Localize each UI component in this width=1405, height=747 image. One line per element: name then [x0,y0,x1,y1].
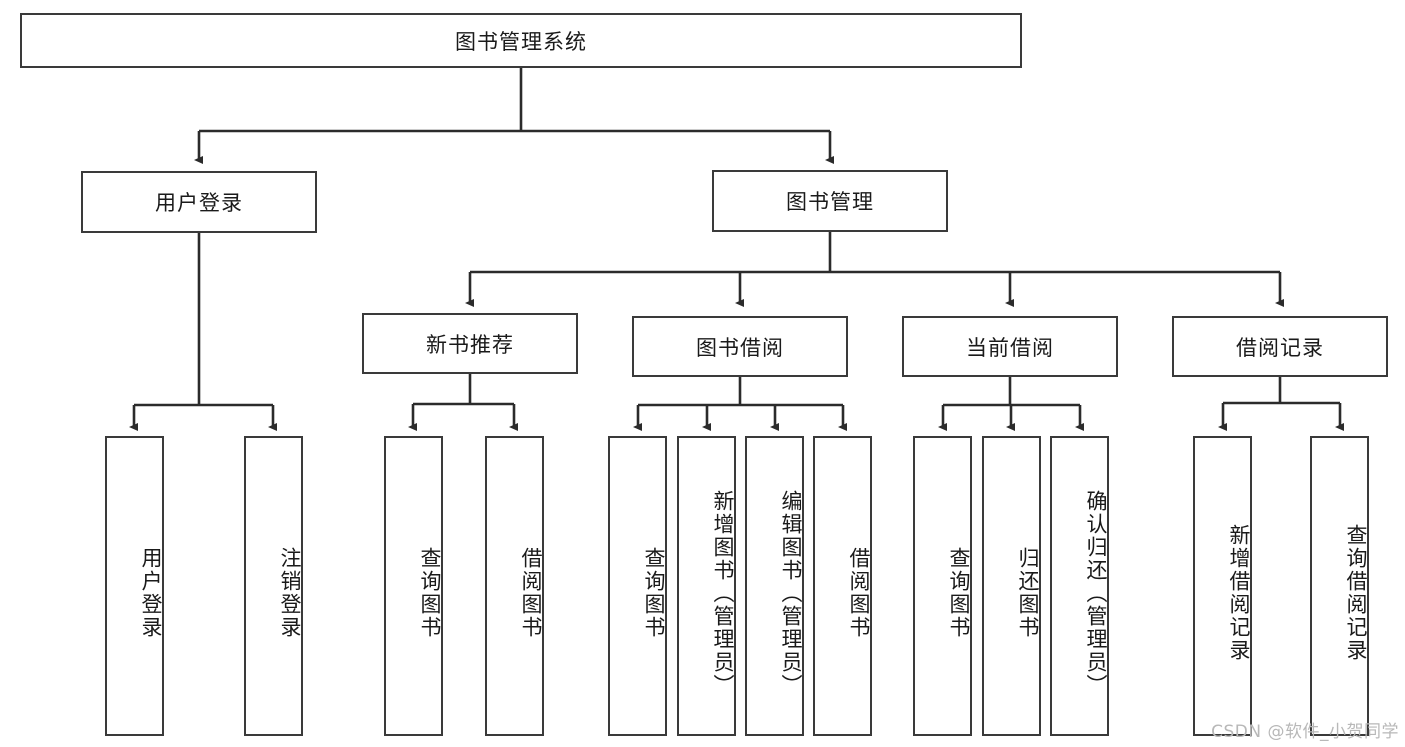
node-new-book-recommend[interactable]: 新书推荐 [362,313,578,374]
node-label: 注销登录 [278,547,302,639]
node-borrow-record[interactable]: 借阅记录 [1172,316,1388,377]
node-label: 图书管理 [786,190,874,214]
leaf-borrow-add-book-admin[interactable]: 新增图书（管理员） [677,436,736,736]
node-label: 新增借阅记录 [1227,524,1251,662]
node-label: 图书借阅 [696,335,784,360]
node-label: 借阅记录 [1236,335,1324,360]
leaf-current-confirm-return-admin[interactable]: 确认归还（管理员） [1050,436,1109,736]
leaf-recommend-borrow-book[interactable]: 借阅图书 [485,436,544,736]
node-label: 借阅图书 [519,547,543,639]
node-label: 借阅图书 [847,547,871,639]
leaf-record-add-borrow-record[interactable]: 新增借阅记录 [1193,436,1252,736]
node-label: 查询图书 [642,547,666,639]
leaf-current-return-book[interactable]: 归还图书 [982,436,1041,736]
node-label: 查询图书 [947,547,971,639]
node-label: 用户登录 [155,191,243,215]
leaf-borrow-edit-book-admin[interactable]: 编辑图书（管理员） [745,436,804,736]
node-label: 编辑图书（管理员） [779,489,803,697]
leaf-user-login[interactable]: 用户登录 [105,436,164,736]
node-label: 用户登录 [139,547,163,639]
node-label: 新增图书（管理员） [711,489,735,697]
leaf-user-logout[interactable]: 注销登录 [244,436,303,736]
node-label: 查询图书 [418,547,442,639]
leaf-borrow-borrow-book[interactable]: 借阅图书 [813,436,872,736]
node-label: 确认归还（管理员） [1084,489,1108,697]
node-label: 当前借阅 [966,335,1054,360]
node-user-login[interactable]: 用户登录 [81,171,317,233]
node-current-borrow[interactable]: 当前借阅 [902,316,1118,377]
leaf-borrow-query-book[interactable]: 查询图书 [608,436,667,736]
node-book-borrow[interactable]: 图书借阅 [632,316,848,377]
leaf-current-query-book[interactable]: 查询图书 [913,436,972,736]
node-label: 归还图书 [1016,547,1040,639]
leaf-recommend-query-book[interactable]: 查询图书 [384,436,443,736]
node-book-management[interactable]: 图书管理 [712,170,948,232]
node-label: 图书管理系统 [455,29,587,54]
leaf-record-query-borrow-record[interactable]: 查询借阅记录 [1310,436,1369,736]
node-label: 查询借阅记录 [1344,524,1368,662]
node-label: 新书推荐 [426,332,514,357]
node-root-system[interactable]: 图书管理系统 [20,13,1022,68]
